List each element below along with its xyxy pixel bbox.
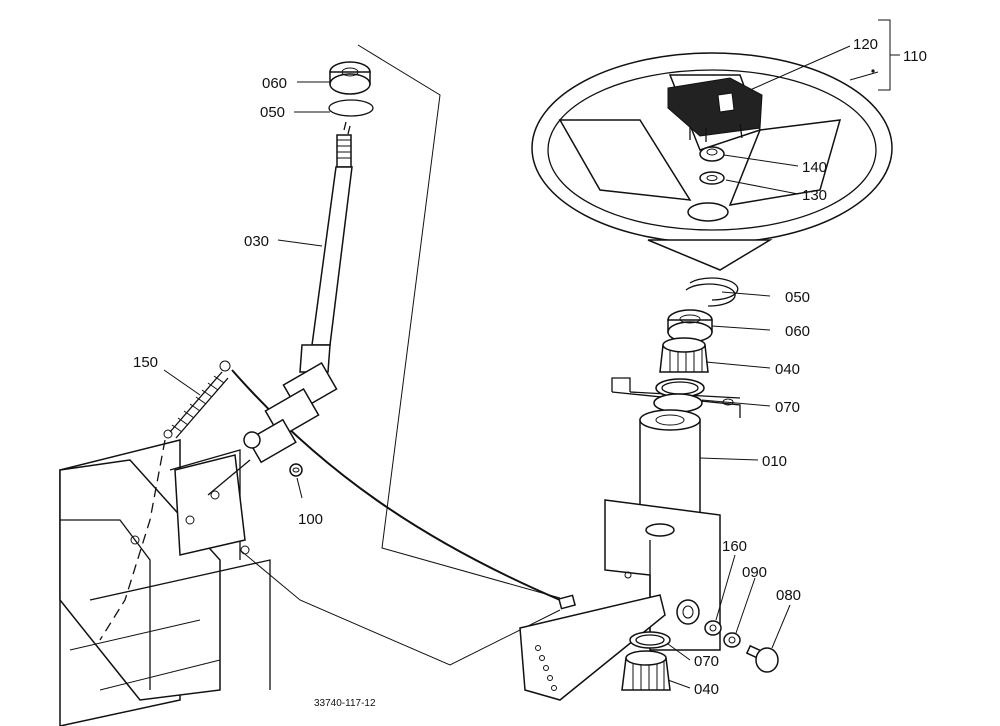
bearing-060	[667, 309, 713, 343]
part-labels: 060 050 030 150 100 120 110 140 130 050 …	[133, 36, 927, 709]
sector-arm	[519, 594, 666, 701]
label-080: 080	[776, 587, 801, 604]
circlip-050	[685, 277, 739, 307]
label-040-upper: 040	[775, 361, 800, 378]
label-100: 100	[298, 511, 323, 528]
label-120: 120	[853, 36, 878, 53]
bushing-160	[676, 599, 700, 625]
label-060-right: 060	[785, 323, 810, 340]
label-050-left: 050	[260, 104, 285, 121]
cap-120	[667, 77, 763, 142]
label-040-lower: 040	[694, 681, 719, 698]
chassis-frame	[59, 439, 271, 726]
label-110: 110	[903, 48, 927, 65]
label-160: 160	[722, 538, 747, 555]
label-140: 140	[802, 159, 827, 176]
ring-070-lower	[629, 631, 671, 649]
label-150: 150	[133, 354, 158, 371]
column-bracket	[611, 377, 741, 418]
washer-130	[699, 171, 725, 185]
label-010: 010	[762, 453, 787, 470]
label-070-upper: 070	[775, 399, 800, 416]
leader-lines	[163, 19, 900, 689]
label-130: 130	[802, 187, 827, 204]
nut-140	[699, 146, 725, 162]
washer-090	[723, 632, 741, 648]
assembly-guide-lines	[239, 44, 561, 666]
label-050-right: 050	[785, 289, 810, 306]
label-090: 090	[742, 564, 767, 581]
spring-150	[99, 360, 231, 641]
label-060-left: 060	[262, 75, 287, 92]
label-070-lower: 070	[694, 653, 719, 670]
washer-160	[704, 620, 722, 636]
gear-040-lower	[621, 650, 671, 691]
figure-code: 33740-117-12	[314, 698, 376, 709]
steering-shaft-030	[207, 61, 374, 496]
gear-040-upper	[659, 337, 709, 373]
bolt-080	[745, 644, 779, 673]
label-030: 030	[244, 233, 269, 250]
